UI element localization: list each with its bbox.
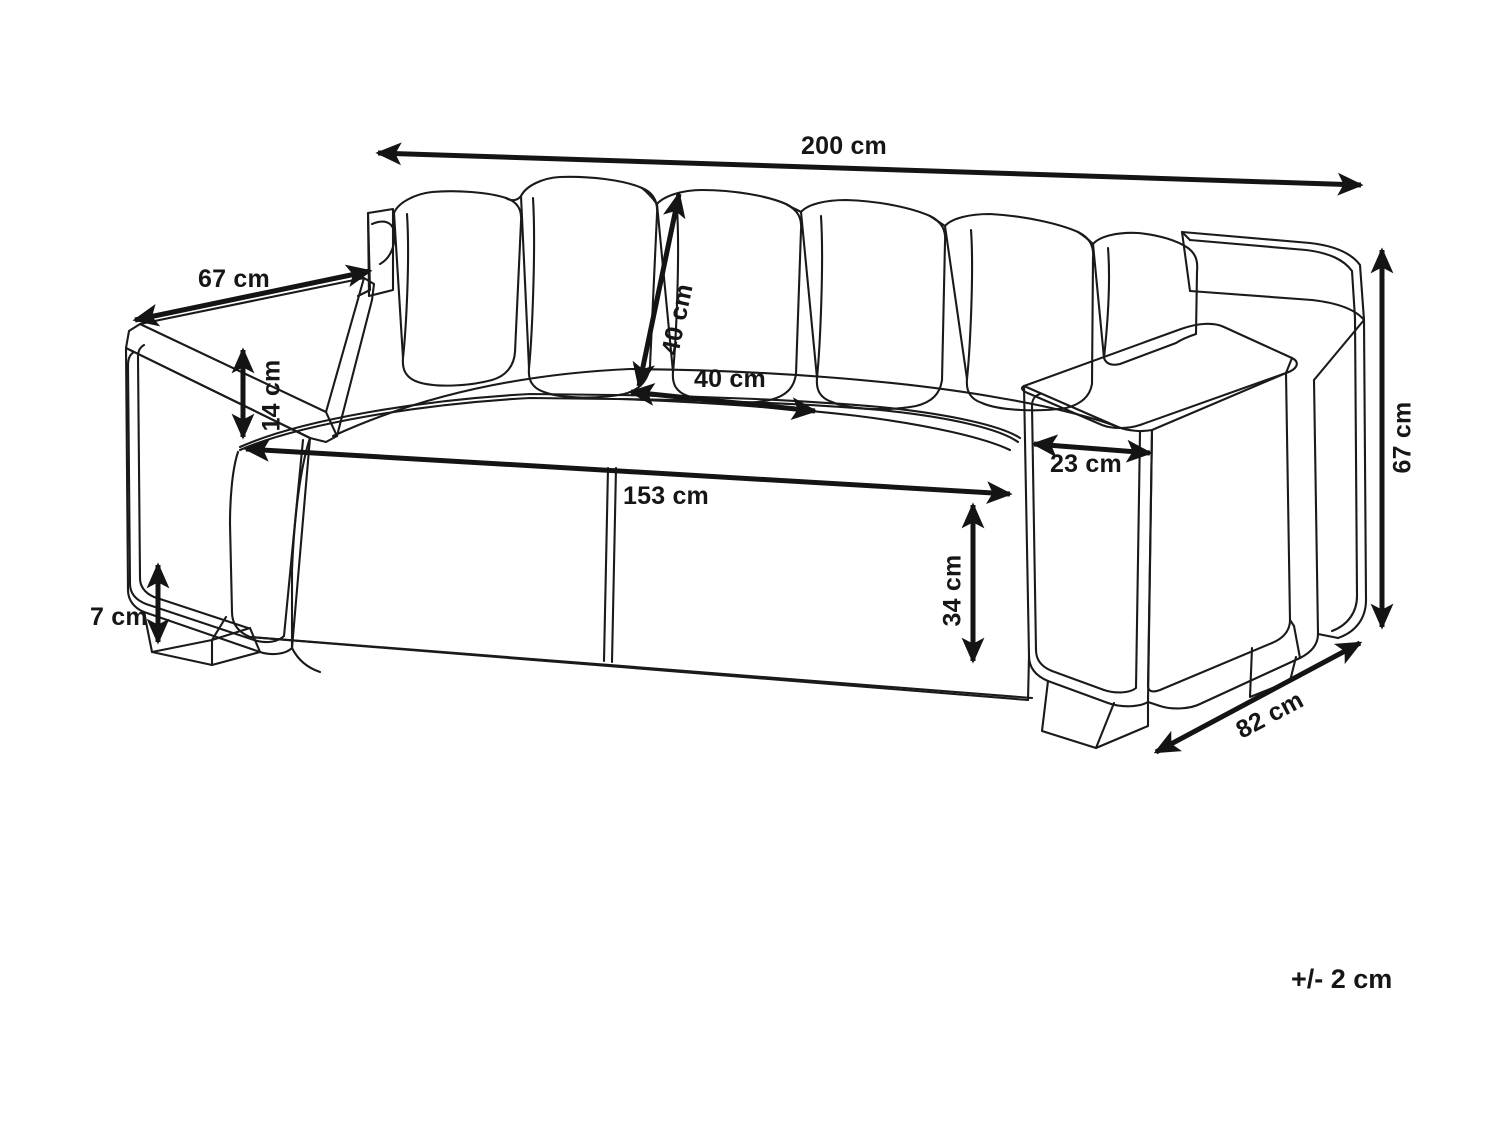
back-pillow-6-seam	[1102, 246, 1111, 360]
left-front-leg-side	[210, 626, 262, 667]
dimension-arrows	[132, 142, 1394, 755]
pillow-notch-1	[504, 194, 523, 202]
back-pillow-4	[799, 198, 947, 411]
back-rail-left-curl	[370, 220, 396, 266]
backrest-right-outer-face	[1336, 318, 1368, 640]
backrest-right-outer-face-inner	[1330, 316, 1359, 633]
pillow-notch-5	[1076, 230, 1095, 246]
seat-cushion-top-front-edge-2	[238, 392, 1022, 449]
tolerance-note: +/- 2 cm	[1291, 964, 1393, 994]
sofa-body-outline	[124, 175, 1368, 750]
back-pillow-1-seam	[401, 212, 410, 360]
arrow-overall-depth	[1153, 640, 1363, 755]
pillow-notch-4	[928, 214, 947, 228]
dimension-label-pillow-width: 40 cm	[694, 365, 766, 393]
back-pillow-5-seam	[965, 228, 974, 381]
right-back-to-arm-link	[1312, 318, 1366, 382]
right-arm-top-corner	[1284, 356, 1294, 375]
seat-cushion-top-front-edge	[238, 396, 1020, 452]
seat-section-seam-inner	[610, 466, 618, 664]
dimension-label-armrest-height-above-seat: 14 cm	[257, 359, 286, 432]
dimension-label-overall-width: 200 cm	[801, 132, 887, 160]
right-armrest-front-panel	[1022, 384, 1154, 708]
base-front-panel-left	[228, 450, 1030, 702]
arrow-seat-width	[243, 438, 1013, 505]
left-armrest-front-bevel	[126, 350, 305, 644]
dimension-label-seat-width: 153 cm	[623, 482, 709, 510]
backrest-rail-end-left	[1180, 230, 1192, 242]
right-arm-corner-join	[1288, 618, 1302, 660]
pillow-notch-3	[784, 202, 803, 214]
dimension-label-seat-height: 34 cm	[938, 554, 967, 627]
left-front-leg-bottom	[150, 650, 214, 667]
right-front-leg	[1040, 679, 1116, 750]
backrest-top-rail-right	[1180, 230, 1366, 322]
right-armrest-top-surface	[1020, 322, 1298, 430]
back-pillow-1	[392, 190, 523, 387]
right-armrest-front-bevel	[1030, 392, 1142, 694]
arrow-pillow-height	[632, 191, 686, 389]
arrow-pillow-width	[628, 383, 818, 420]
back-pillow-4-seam	[815, 214, 824, 380]
arrow-overall-width	[375, 142, 1364, 196]
dimension-label-leg-height: 7 cm	[90, 603, 148, 631]
dimension-label-overall-depth-top: 67 cm	[198, 265, 270, 293]
seat-deck-left	[331, 367, 632, 438]
arrow-overall-depth-top	[132, 264, 373, 327]
pillow-notch-2	[640, 186, 659, 206]
base-to-right-arm	[1026, 654, 1031, 702]
backrest-top-rail-inner-line	[1188, 238, 1357, 320]
right-back-bottom-link	[1316, 632, 1340, 640]
seat-cushion-right-top-seam	[618, 397, 1012, 452]
seat-deck-right	[628, 367, 1120, 429]
seat-section-seam-outer	[602, 466, 610, 663]
back-pillow-5	[943, 212, 1095, 412]
dimension-label-armrest-width: 23 cm	[1050, 450, 1122, 478]
dimension-label-overall-height: 67 cm	[1388, 401, 1417, 474]
back-pillow-6	[1091, 231, 1199, 366]
arrow-armrest-width	[1031, 434, 1153, 463]
base-bottom-edge	[248, 635, 1034, 700]
right-armrest-side-panel	[1146, 371, 1292, 693]
left-armrest-top-inner-edge	[138, 322, 339, 438]
back-pillow-2-seam	[527, 196, 536, 370]
left-arm-to-base	[290, 646, 322, 674]
left-armrest-top-inner-edge-2	[324, 276, 366, 414]
right-front-leg-side	[1094, 700, 1150, 750]
back-pillow-2	[519, 175, 659, 399]
